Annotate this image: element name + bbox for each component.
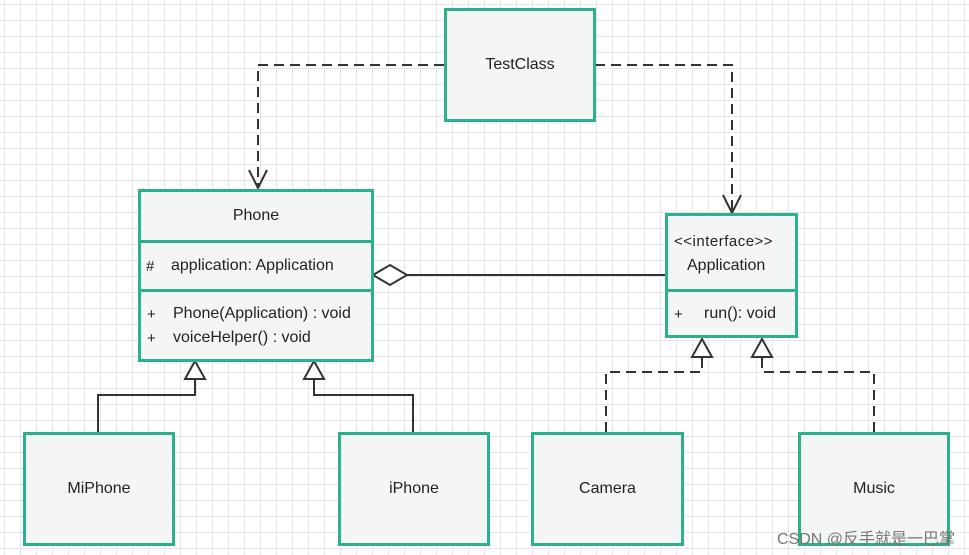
dependency-arrowhead-phone xyxy=(248,169,268,191)
attribute-application: application: Application xyxy=(171,257,334,274)
generalization-triangle-iphone xyxy=(302,358,326,380)
attribute-visibility: # xyxy=(146,258,155,275)
camera-name: Camera xyxy=(579,480,636,497)
generalization-triangle-miphone xyxy=(183,358,207,380)
interface-stereotype: <<interface>> xyxy=(674,233,774,250)
dependency-testclass-to-phone xyxy=(257,64,444,188)
phone-class-name: Phone xyxy=(232,207,280,224)
realization-music-to-application xyxy=(761,357,875,432)
generalization-miphone-to-phone xyxy=(97,379,196,432)
method-visibility: + xyxy=(147,306,156,323)
phone-methods: + Phone(Application) : void + voiceHelpe… xyxy=(141,289,371,359)
testclass-name: TestClass xyxy=(485,56,555,73)
method-run: run(): void xyxy=(704,305,777,322)
music-box[interactable]: Music xyxy=(798,432,950,546)
generalization-iphone-to-phone xyxy=(313,379,414,432)
miphone-name: MiPhone xyxy=(67,480,131,497)
miphone-box[interactable]: MiPhone xyxy=(23,432,175,546)
music-name: Music xyxy=(853,480,895,497)
phone-class-title: Phone xyxy=(141,192,371,240)
method-phone-constructor: Phone(Application) : void xyxy=(173,305,351,322)
application-title: <<interface>> Application xyxy=(668,216,795,289)
phone-attributes: # application: Application xyxy=(141,240,371,289)
phone-class[interactable]: Phone # application: Application + Phone… xyxy=(138,189,374,362)
csdn-watermark: CSDN @反手就是一巴掌 xyxy=(776,531,955,548)
method-voicehelper: voiceHelper() : void xyxy=(173,329,311,346)
camera-box[interactable]: Camera xyxy=(531,432,684,546)
testclass-box[interactable]: TestClass xyxy=(444,8,596,122)
realization-triangle-camera xyxy=(690,336,714,358)
dependency-testclass-to-application xyxy=(595,64,733,213)
method-visibility: + xyxy=(674,306,683,323)
application-methods: + run(): void xyxy=(668,289,795,335)
method-visibility: + xyxy=(147,330,156,347)
realization-triangle-music xyxy=(750,336,774,358)
iphone-box[interactable]: iPhone xyxy=(338,432,490,546)
realization-camera-to-application xyxy=(605,357,703,432)
aggregation-diamond xyxy=(371,263,409,287)
iphone-name: iPhone xyxy=(389,480,439,497)
application-interface[interactable]: <<interface>> Application + run(): void xyxy=(665,213,798,338)
application-name: Application xyxy=(687,257,766,274)
